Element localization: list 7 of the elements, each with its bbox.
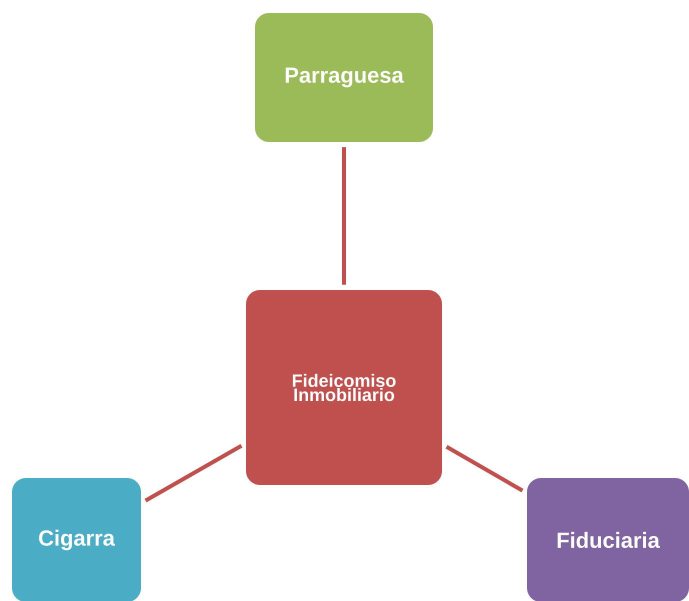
connector-line — [342, 147, 346, 285]
node-box: Fideicomiso Inmobiliario — [246, 290, 442, 485]
node-box: Fiduciaria — [527, 478, 689, 601]
node-box: Cigarra — [12, 478, 141, 601]
connector-line — [144, 444, 242, 502]
connector-line — [446, 444, 524, 492]
node-box: Parraguesa — [255, 13, 433, 142]
